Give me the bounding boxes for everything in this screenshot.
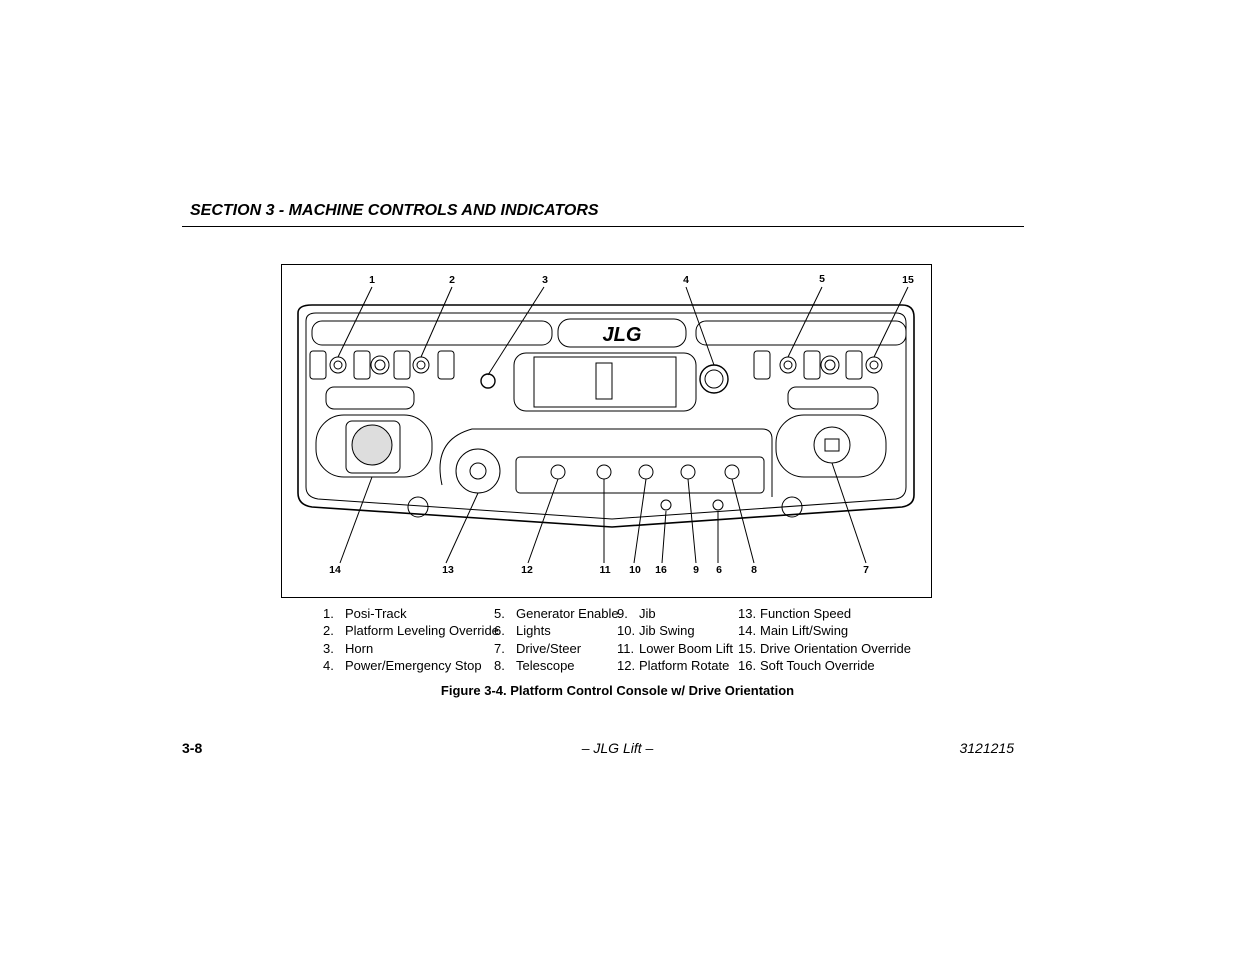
legend-item: 3.Horn	[323, 640, 374, 656]
callout-9: 9	[693, 564, 699, 576]
callout-4: 4	[683, 274, 689, 286]
legend-column-2: 5.Generator Enable 6.Lights 7.Drive/Stee…	[494, 605, 619, 674]
page-number: 3-8	[182, 740, 203, 756]
legend-item: 4.Power/Emergency Stop	[323, 657, 482, 673]
callout-7: 7	[863, 564, 869, 576]
callout-12: 12	[521, 564, 533, 576]
legend-item: 13.Function Speed	[738, 606, 852, 621]
footer-center-text: – JLG Lift –	[581, 740, 654, 756]
legend-item: 5.Generator Enable	[494, 606, 619, 621]
legend-item: 7.Drive/Steer	[494, 640, 582, 656]
jlg-logo: JLG	[603, 324, 642, 346]
legend-item: 9.Jib	[617, 606, 656, 621]
callout-8: 8	[751, 564, 757, 576]
legend-item: 11.Lower Boom Lift	[617, 640, 733, 656]
legend-item: 6.Lights	[494, 623, 551, 639]
callout-3: 3	[542, 274, 548, 286]
header-rule	[182, 226, 1024, 227]
callout-5: 5	[819, 273, 825, 285]
document-number: 3121215	[959, 740, 1014, 756]
callout-16: 16	[655, 564, 667, 576]
legend-column-3: 9.Jib 10.Jib Swing 11.Lower Boom Lift 12…	[617, 605, 733, 674]
callout-13: 13	[442, 564, 454, 576]
legend-item: 1.Posi-Track	[323, 606, 407, 621]
callout-11: 11	[599, 564, 611, 576]
callout-14: 14	[329, 564, 341, 576]
callout-15: 15	[902, 274, 914, 286]
legend-item: 14.Main Lift/Swing	[738, 623, 849, 639]
legend-item: 15.Drive Orientation Override	[738, 640, 911, 656]
legend-item: 2.Platform Leveling Override	[323, 623, 499, 639]
callout-6: 6	[716, 564, 722, 576]
callout-2: 2	[449, 274, 455, 286]
legend-column-1: 1.Posi-Track 2.Platform Leveling Overrid…	[323, 605, 499, 674]
legend-item: 10.Jib Swing	[617, 623, 695, 639]
section-header: SECTION 3 - MACHINE CONTROLS AND INDICAT…	[190, 202, 599, 219]
legend-item: 16.Soft Touch Override	[738, 657, 875, 673]
callout-1: 1	[369, 274, 375, 286]
console-figure: JLG	[281, 264, 932, 598]
legend-item: 12.Platform Rotate	[617, 657, 730, 673]
callout-10: 10	[629, 564, 641, 576]
legend-column-4: 13.Function Speed 14.Main Lift/Swing 15.…	[738, 605, 911, 674]
console-drawing: JLG	[297, 286, 915, 564]
legend-item: 8.Telescope	[494, 657, 575, 673]
figure-caption: Figure 3-4. Platform Control Console w/ …	[440, 683, 795, 698]
